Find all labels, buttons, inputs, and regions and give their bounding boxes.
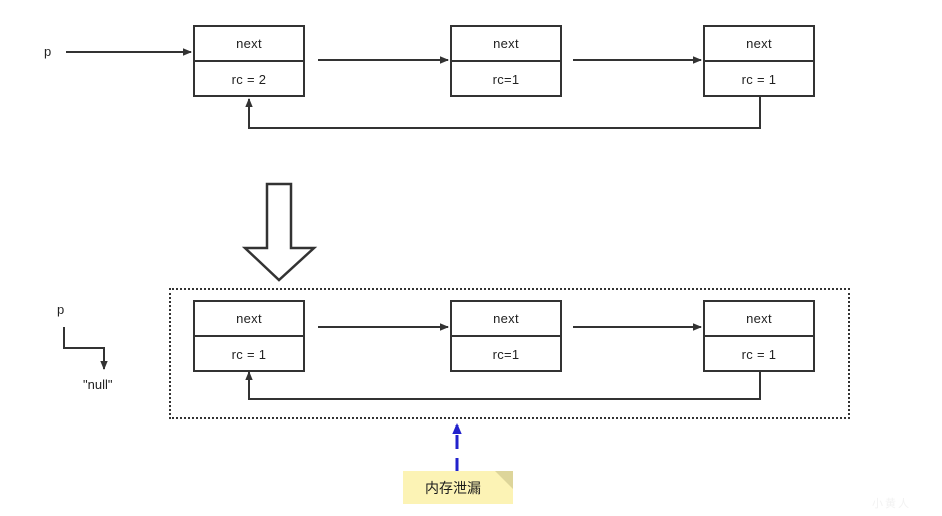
node-top-2: next rc=1	[450, 25, 562, 97]
node-top-1: next rc = 2	[193, 25, 305, 97]
null-label: "null"	[83, 377, 113, 392]
node-bottom-3: next rc = 1	[703, 300, 815, 372]
node-top-2-rc: rc=1	[492, 72, 520, 87]
node-top-3-rc: rc = 1	[741, 72, 777, 87]
pointer-label-top: p	[44, 44, 52, 59]
watermark: 小黄人	[872, 497, 911, 510]
node-bottom-2-next: next	[452, 302, 560, 337]
node-top-1-next: next	[195, 27, 303, 62]
leaked-memory-region	[169, 288, 850, 419]
node-bottom-3-next: next	[705, 302, 813, 337]
cycle-arrow-bottom	[245, 370, 761, 400]
note-fold-corner-icon	[495, 471, 513, 489]
node-top-3-next: next	[705, 27, 813, 62]
cycle-arrow-top	[245, 97, 761, 129]
node-bottom-1-next: next	[195, 302, 303, 337]
memory-leak-note-text: 内存泄漏	[425, 480, 481, 497]
node-top-1-rc: rc = 2	[231, 72, 267, 87]
memory-leak-note: 内存泄漏	[403, 471, 513, 504]
node-bottom-2: next rc=1	[450, 300, 562, 372]
pointer-label-bottom: p	[57, 302, 65, 317]
node-bottom-2-rc: rc=1	[492, 347, 520, 362]
node-top-2-next: next	[452, 27, 560, 62]
node-bottom-3-rc: rc = 1	[741, 347, 777, 362]
node-bottom-1: next rc = 1	[193, 300, 305, 372]
transition-down-arrow-icon	[241, 182, 318, 282]
node-bottom-1-rc: rc = 1	[231, 347, 267, 362]
node-top-3: next rc = 1	[703, 25, 815, 97]
pointer-null-arrow	[63, 327, 108, 370]
